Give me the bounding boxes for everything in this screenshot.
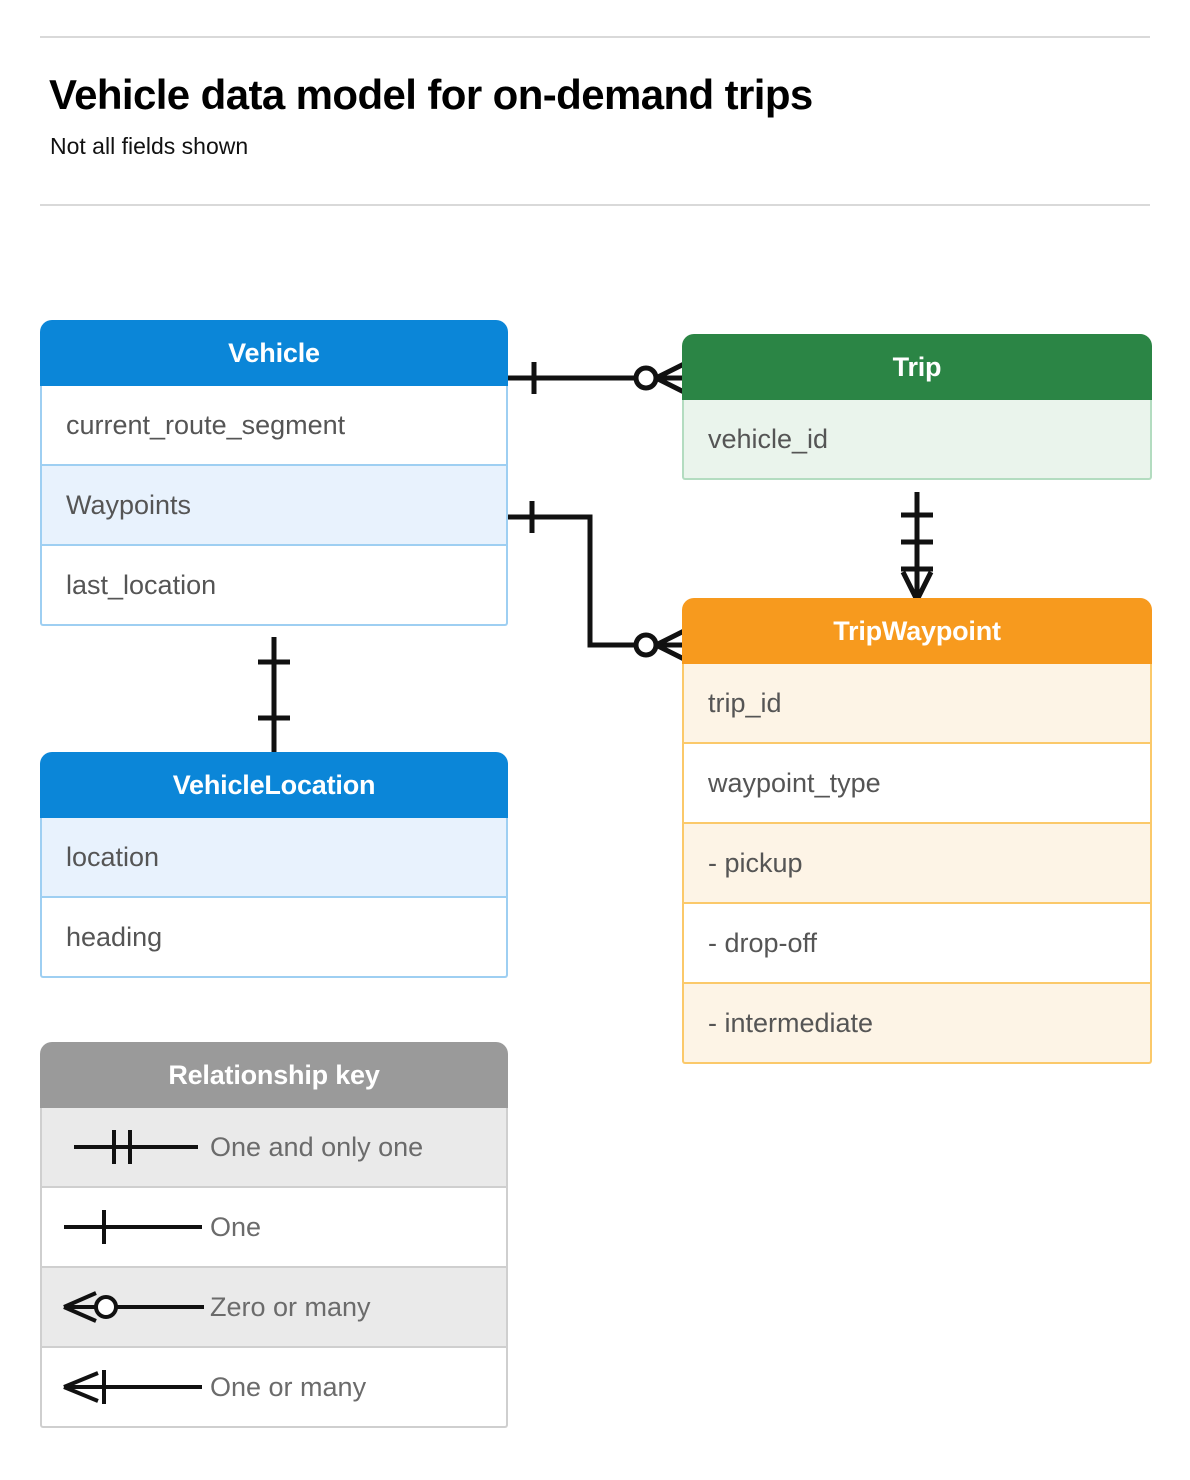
- field-row: trip_id: [682, 664, 1152, 744]
- one-and-only-one-icon: [74, 1130, 198, 1164]
- legend-label: One: [210, 1211, 262, 1242]
- field-row: Waypoints: [40, 466, 508, 546]
- relationship-key-legend[interactable]: Relationship key One and only one One: [40, 1042, 508, 1428]
- legend-label: Zero or many: [210, 1291, 371, 1322]
- legend-label: One and only one: [210, 1131, 424, 1162]
- legend-row-one: One: [40, 1188, 508, 1268]
- field-row: location: [40, 818, 508, 898]
- zero-or-many-icon: [63, 1291, 204, 1323]
- field-row: heading: [40, 898, 508, 978]
- field-row: - intermediate: [682, 984, 1152, 1064]
- page-subtitle: Not all fields shown: [50, 133, 249, 159]
- field-row: waypoint_type: [682, 744, 1152, 824]
- field-row: - drop-off: [682, 904, 1152, 984]
- entity-trip-title: Trip: [682, 334, 1152, 400]
- legend-label: One or many: [210, 1371, 367, 1402]
- legend-row-one-and-only-one: One and only one: [40, 1108, 508, 1188]
- connector-vehicle-trip: [508, 361, 686, 395]
- field-row: current_route_segment: [40, 386, 508, 466]
- connector-vehicle-vehiclelocation: [258, 637, 290, 755]
- entity-vehiclelocation-title: VehicleLocation: [40, 752, 508, 818]
- one-or-many-icon: [63, 1370, 202, 1404]
- legend-title: Relationship key: [40, 1042, 508, 1108]
- legend-row-zero-or-many: Zero or many: [40, 1268, 508, 1348]
- entity-trip[interactable]: Trip vehicle_id: [682, 334, 1152, 480]
- entity-vehiclelocation[interactable]: VehicleLocation location heading: [40, 752, 508, 978]
- legend-row-one-or-many: One or many: [40, 1348, 508, 1428]
- field-row: last_location: [40, 546, 508, 626]
- field-row: vehicle_id: [682, 400, 1152, 480]
- entity-tripwaypoint-title: TripWaypoint: [682, 598, 1152, 664]
- page-title: Vehicle data model for on-demand trips: [49, 71, 813, 118]
- entity-vehicle[interactable]: Vehicle current_route_segment Waypoints …: [40, 320, 508, 626]
- field-row: - pickup: [682, 824, 1152, 904]
- entity-vehicle-title: Vehicle: [40, 320, 508, 386]
- header-divider-bottom: [40, 204, 1150, 206]
- entity-tripwaypoint[interactable]: TripWaypoint trip_id waypoint_type - pic…: [682, 598, 1152, 1064]
- one-icon: [64, 1210, 202, 1244]
- connector-waypoints-tripwaypoint: [508, 501, 686, 662]
- connector-trip-tripwaypoint: [900, 492, 934, 602]
- header-divider-top: [40, 36, 1150, 38]
